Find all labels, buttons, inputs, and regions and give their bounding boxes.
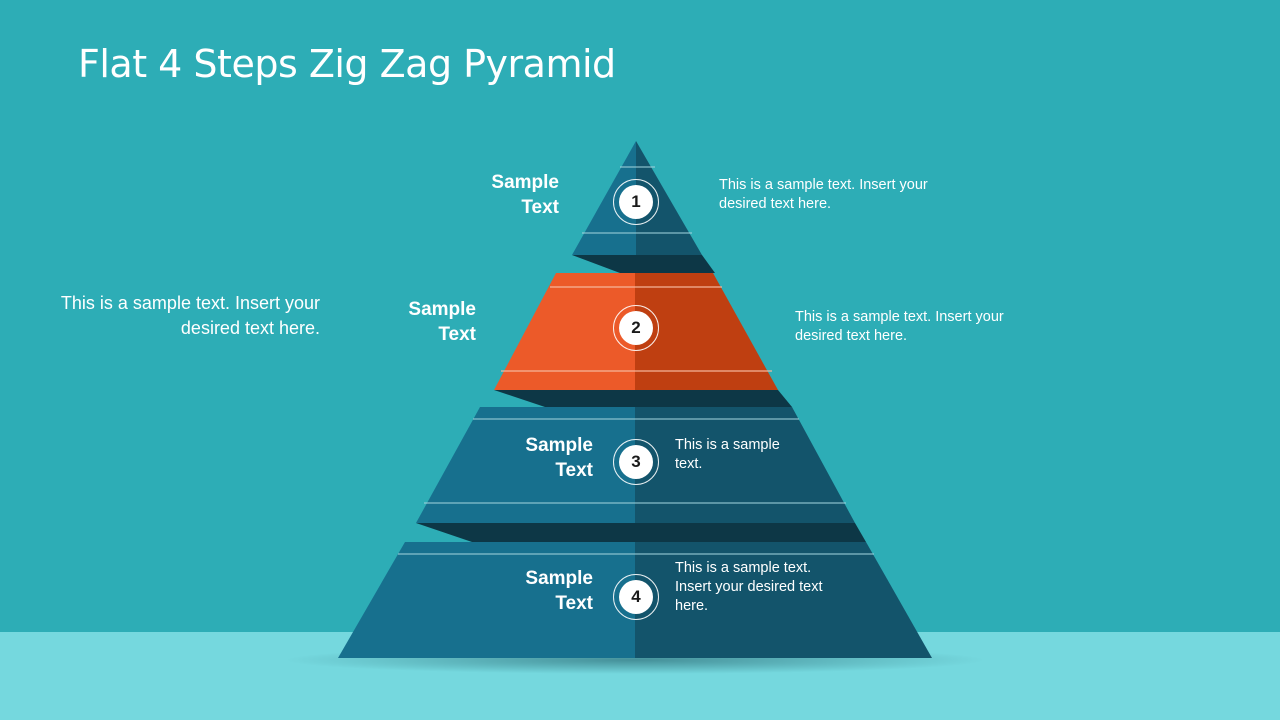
step-2-badge: 2 [613,305,659,351]
step-4-badge: 4 [613,574,659,620]
tier-1 [572,141,702,255]
tier-2-shadow [494,390,792,407]
step-4-label-line2: Text [555,593,593,614]
tier-3-shadow [416,523,866,542]
step-1-label: Sample Text [439,170,559,220]
step-3-label: Sample Text [473,433,593,483]
tier-4 [338,542,932,658]
side-note-text: This is a sample text. Insert your desir… [60,293,320,338]
step-2-label-line2: Text [438,324,476,345]
step-1-number: 1 [619,185,653,219]
slide-title: Flat 4 Steps Zig Zag Pyramid [78,42,616,86]
step-4-label: Sample Text [473,566,593,616]
step-1-badge: 1 [613,179,659,225]
tier-3 [416,407,855,523]
step-1-label-line2: Text [521,197,559,218]
step-4-number: 4 [619,580,653,614]
step-2-description: This is a sample text. Insert your desir… [795,309,1004,344]
step-4-label-line1: Sample [525,568,593,589]
step-3-number: 3 [619,445,653,479]
step-1-description: This is a sample text. Insert your desir… [719,177,928,212]
step-3-badge: 3 [613,439,659,485]
step-3-description: This is a sample text. [675,437,780,472]
step-2-label: Sample Text [356,297,476,347]
step-4-description: This is a sample text. Insert your desir… [675,560,823,614]
step-1-label-line1: Sample [491,172,559,193]
step-2-number: 2 [619,311,653,345]
step-3-label-line2: Text [555,460,593,481]
step-3-label-line1: Sample [525,435,593,456]
step-2-label-line1: Sample [408,299,476,320]
tier-2 [494,273,778,390]
tier-1-shadow [572,255,715,273]
